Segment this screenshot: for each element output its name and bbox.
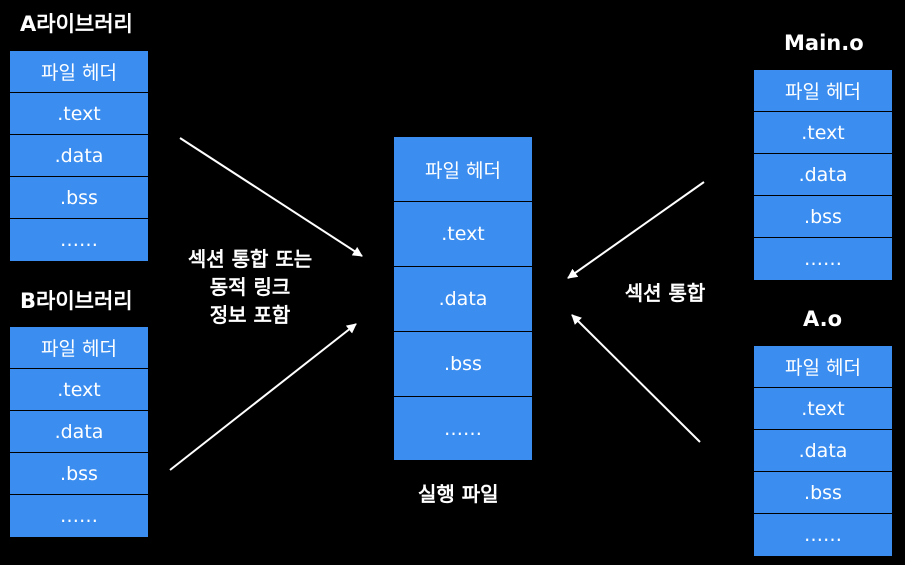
a-o-more-section: ……: [754, 514, 892, 556]
arrow-lib-a-to-exe: [179, 137, 363, 257]
lib-a-more-section: ……: [10, 219, 148, 261]
exe-data-section: .data: [394, 267, 532, 332]
a-o-stack: 파일 헤더 .text .data .bss ……: [754, 346, 892, 556]
lib-b-more-section: ……: [10, 495, 148, 537]
lib-a-header-section: 파일 헤더: [10, 51, 148, 93]
main-o-more-section: ……: [754, 238, 892, 280]
lib-a-bss-section: .bss: [10, 177, 148, 219]
lib-a-data-section: .data: [10, 135, 148, 177]
lib-a-text-section: .text: [10, 93, 148, 135]
arrow-lib-b-to-exe: [169, 323, 357, 471]
lib-a-title: A라이브러리: [20, 12, 133, 36]
left-label-line1: 섹션 통합 또는: [187, 247, 313, 271]
right-merge-label: 섹션 통합: [624, 281, 706, 305]
exe-title: 실행 파일: [418, 482, 499, 506]
a-o-bss-section: .bss: [754, 472, 892, 514]
a-o-data-section: .data: [754, 430, 892, 472]
main-o-header-section: 파일 헤더: [754, 70, 892, 112]
a-o-title: A.o: [803, 307, 843, 331]
exe-stack: 파일 헤더 .text .data .bss ……: [394, 137, 532, 460]
main-o-bss-section: .bss: [754, 196, 892, 238]
arrow-main-o-to-exe: [567, 181, 705, 279]
main-o-data-section: .data: [754, 154, 892, 196]
a-o-text-section: .text: [754, 388, 892, 430]
left-label-line2: 동적 링크: [209, 275, 291, 299]
left-label-line3: 정보 포함: [209, 303, 291, 327]
exe-bss-section: .bss: [394, 332, 532, 397]
lib-a-stack: 파일 헤더 .text .data .bss ……: [10, 51, 148, 261]
exe-text-section: .text: [394, 202, 532, 267]
arrow-a-o-to-exe: [571, 314, 701, 443]
main-o-stack: 파일 헤더 .text .data .bss ……: [754, 70, 892, 280]
lib-b-text-section: .text: [10, 369, 148, 411]
lib-b-stack: 파일 헤더 .text .data .bss ……: [10, 327, 148, 537]
main-o-text-section: .text: [754, 112, 892, 154]
exe-header-section: 파일 헤더: [394, 137, 532, 202]
lib-b-header-section: 파일 헤더: [10, 327, 148, 369]
left-merge-label: 섹션 통합 또는 동적 링크 정보 포함: [160, 245, 340, 329]
lib-b-bss-section: .bss: [10, 453, 148, 495]
exe-more-section: ……: [394, 397, 532, 460]
a-o-header-section: 파일 헤더: [754, 346, 892, 388]
lib-b-title: B라이브러리: [20, 289, 133, 313]
main-o-title: Main.o: [784, 31, 864, 55]
lib-b-data-section: .data: [10, 411, 148, 453]
